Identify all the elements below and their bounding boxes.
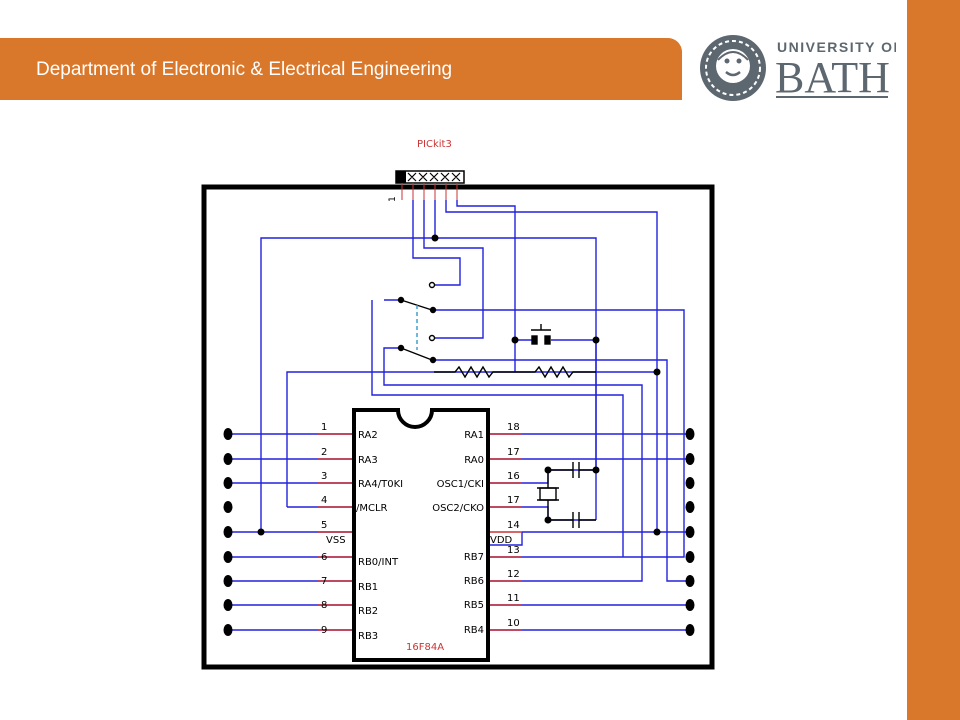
programmer-label: PICkit3 [417,139,452,150]
left-pin-name: RB1 [358,582,378,593]
left-pin-num: 2 [321,447,327,458]
left-pin-name: RA2 [358,430,378,441]
right-pin-name: VDD [490,535,513,546]
right-pin-num: 16 [507,471,520,482]
left-pin-name: RB2 [358,606,378,617]
left-pin-num: 5 [321,520,327,531]
header-pads [223,428,695,636]
bath-crest-icon [700,35,766,101]
left-pin-num: 9 [321,625,327,636]
left-pin-name: /MCLR [356,503,388,514]
left-pin-num: 3 [321,471,327,482]
left-pin-name: RA3 [358,455,378,466]
logo-university-of: UNIVERSITY OF [777,39,896,55]
header-bar [0,38,682,100]
right-pin-name: RB6 [464,576,484,587]
resistors [434,365,596,379]
right-pin-num: 13 [507,545,520,556]
programming-switch [397,281,437,364]
pic16f84a-chip [352,408,490,662]
pin-stubs [318,433,522,631]
board-outline [201,184,715,670]
right-pin-name: RA1 [464,430,484,441]
university-logo: UNIVERSITY OF BATH [700,35,896,102]
programmer-pin1-mark: 1 [388,196,398,202]
crystal-oscillator [537,462,596,528]
left-pin-num: 8 [321,600,327,611]
left-pin-name: RB3 [358,631,378,642]
right-pin-name: RB5 [464,600,484,611]
right-pin-num: 11 [507,593,520,604]
reset-pushbutton [531,324,551,345]
right-pin-num: 10 [507,618,520,629]
programmer-header [395,170,465,200]
left-pin-name: VSS [326,535,346,546]
right-pin-num: 17 [507,495,520,506]
left-pin-num: 7 [321,576,327,587]
department-title: Department of Electronic & Electrical En… [36,59,453,80]
left-pin-name: RB0/INT [358,557,399,568]
right-pin-num: 17 [507,447,520,458]
right-pin-name: RB7 [464,552,484,563]
left-pin-num: 4 [321,495,327,506]
right-pin-name: OSC1/CKI [437,479,484,490]
right-pin-name: RA0 [464,455,484,466]
right-pin-name: OSC2/CKO [432,503,484,514]
right-pin-num: 12 [507,569,520,580]
chip-label: 16F84A [406,642,444,653]
left-pin-name: RA4/T0KI [358,479,403,490]
right-pin-num: 18 [507,422,520,433]
right-stripe [907,0,960,720]
left-pin-num: 6 [321,552,327,563]
right-pin-num: 14 [507,520,520,531]
right-pin-name: RB4 [464,625,484,636]
left-pin-num: 1 [321,422,327,433]
logo-bath: BATH [775,53,890,102]
